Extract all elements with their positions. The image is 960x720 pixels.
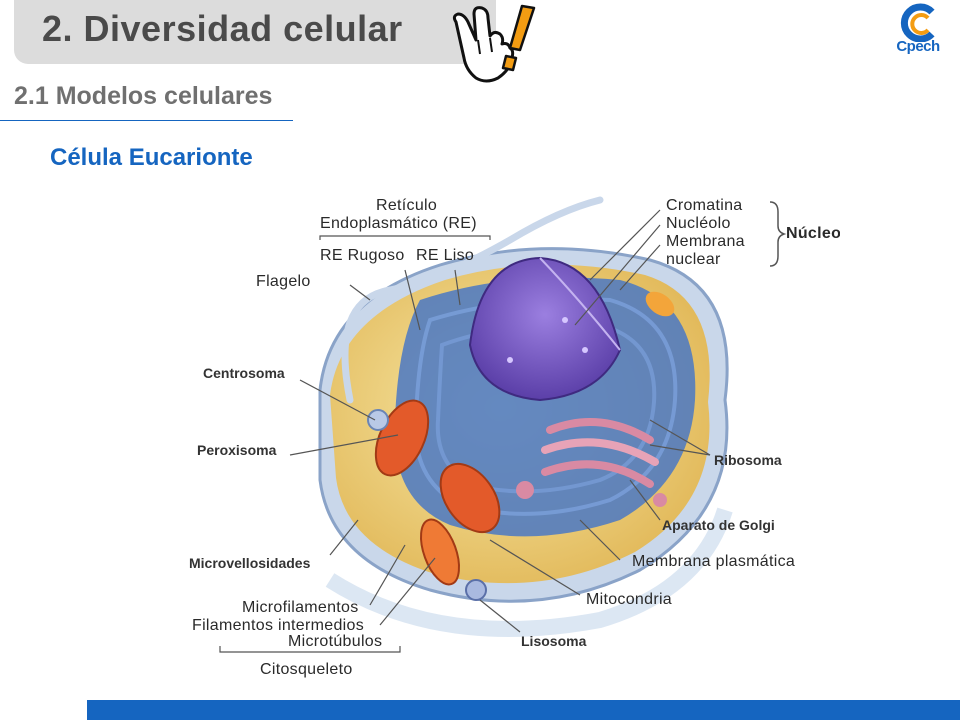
centrosome (367, 409, 389, 431)
label-nucleolo: Nucléolo (666, 215, 731, 232)
label-membrana: Membrana (666, 233, 745, 250)
flagellum (341, 196, 604, 404)
label-flagelo: Flagelo (256, 273, 311, 290)
title-tab (14, 0, 496, 64)
label-nuclear: nuclear (666, 251, 721, 268)
re-bracket (319, 235, 491, 240)
cpech-logo: Cpech (880, 2, 956, 64)
section-subtitle: 2.1 Modelos celulares (14, 82, 273, 110)
label-microfilamentos: Microfilamentos (242, 599, 359, 616)
label-centrosoma: Centrosoma (203, 365, 285, 381)
logo-text: Cpech (896, 38, 940, 55)
label-aparato-golgi: Aparato de Golgi (662, 517, 775, 533)
vesicle (645, 291, 675, 317)
label-mitocondria: Mitocondria (586, 591, 672, 608)
label-re-liso: RE Liso (416, 247, 474, 264)
label-filamentos-intermedios: Filamentos intermedios (192, 617, 364, 634)
page-title: 2. Diversidad celular (42, 8, 403, 49)
lysosome (465, 579, 487, 601)
label-reticulo: Retículo (376, 197, 437, 214)
subtitle-divider (0, 120, 293, 121)
eukaryotic-cell-diagram: Retículo Endoplasmático (RE) RE Rugoso R… (189, 196, 840, 678)
golgi-apparatus (516, 418, 667, 507)
nucleus-bracket (769, 201, 787, 267)
hand-pointer-icon (452, 4, 536, 83)
label-lisosoma: Lisosoma (521, 633, 587, 649)
label-microtubulos: Microtúbulos (288, 633, 382, 650)
leader-lines (289, 209, 711, 633)
diagram-heading: Célula Eucarionte (50, 144, 253, 171)
label-membrana-plasmatica: Membrana plasmática (632, 553, 795, 570)
label-re-rugoso: RE Rugoso (320, 247, 405, 264)
label-endoplasmatico: Endoplasmático (RE) (320, 215, 477, 232)
label-citoesqueleto: Citosqueleto (260, 661, 353, 678)
cpech-logo-mark-icon (900, 3, 935, 43)
mitochondria (374, 399, 501, 586)
footer-bar (87, 700, 960, 720)
label-ribosoma: Ribosoma (714, 452, 782, 468)
cytoskeleton-bracket (219, 646, 401, 653)
label-peroxisoma: Peroxisoma (197, 442, 277, 458)
label-nucleo: Núcleo (786, 225, 840, 242)
nucleus (468, 256, 622, 402)
label-cromatina: Cromatina (666, 197, 743, 214)
label-microvellosidades: Microvellosidades (189, 555, 311, 571)
